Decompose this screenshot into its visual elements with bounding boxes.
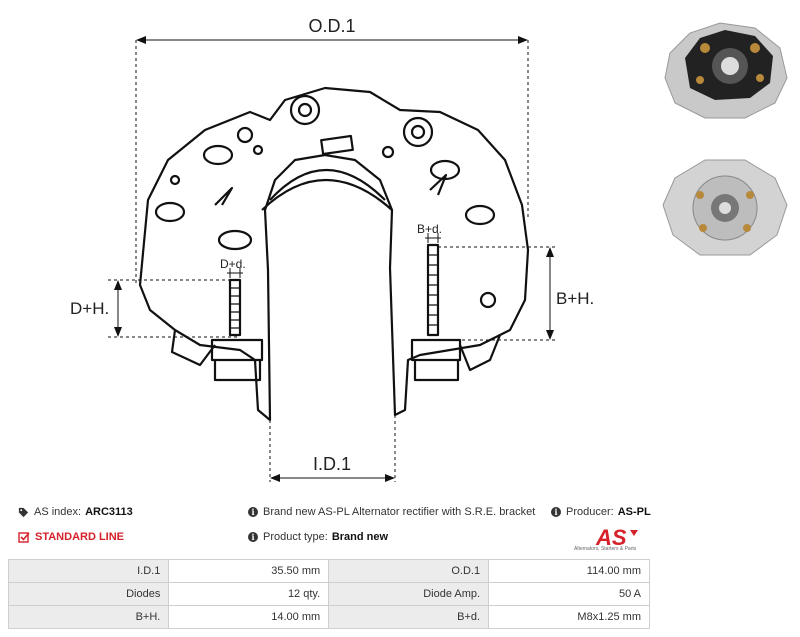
info-icon: i — [248, 532, 258, 542]
diode-pad — [202, 144, 234, 166]
spec-key: Diode Amp. — [328, 582, 490, 606]
as-pl-logo: AS — [595, 525, 638, 550]
bh-arrow-top — [546, 247, 554, 257]
arrow-mark — [214, 186, 234, 206]
as-index: AS index: ARC3113 — [18, 506, 133, 518]
hole — [479, 291, 497, 309]
left-stud-thread — [230, 287, 240, 329]
dh-label: D+H. — [70, 299, 109, 318]
terminal-ring — [402, 116, 434, 148]
spec-value: 50 A — [488, 582, 650, 606]
hole — [381, 145, 395, 159]
right-stud-thread — [428, 254, 438, 326]
checkbox-check-icon — [18, 532, 30, 543]
diode-pad — [464, 204, 496, 226]
product-type-value: Brand new — [331, 531, 389, 543]
right-lug — [458, 334, 502, 372]
spec-table: I.D.1 35.50 mm O.D.1 114.00 mm Diodes 12… — [7, 559, 650, 629]
hole — [169, 174, 181, 186]
bh-arrow-bottom — [546, 330, 554, 340]
terminal-ring-inner — [410, 124, 426, 140]
spec-key: I.D.1 — [7, 559, 170, 583]
hub-ring — [269, 169, 386, 201]
spec-key: B+H. — [7, 605, 170, 629]
rectifier-outline — [138, 86, 530, 422]
spec-value: 114.00 mm — [488, 559, 650, 583]
spec-value: M8x1.25 mm — [488, 605, 650, 629]
table-row: I.D.1 35.50 mm O.D.1 114.00 mm — [7, 559, 650, 583]
dh-arrow-top — [114, 280, 122, 290]
product-description: i Brand new AS-PL Alternator rectifier w… — [248, 506, 535, 518]
bd-dimension-line — [425, 233, 441, 243]
dd-dimension-line — [227, 268, 243, 278]
hole — [252, 144, 264, 156]
right-bracket — [410, 338, 462, 382]
spec-key: Diodes — [7, 582, 170, 606]
table-row: Diodes 12 qty. Diode Amp. 50 A — [7, 582, 650, 606]
producer: i Producer: AS-PL — [551, 506, 651, 518]
spec-value: 35.50 mm — [168, 559, 330, 583]
terminal-ring-inner — [297, 102, 313, 118]
spec-key: O.D.1 — [328, 559, 490, 583]
left-bracket — [210, 338, 264, 382]
as-index-value: ARC3113 — [85, 506, 133, 518]
diode-pad — [154, 201, 186, 223]
description-text: Brand new AS-PL Alternator rectifier wit… — [263, 506, 536, 518]
hub-ring-inner — [261, 179, 393, 211]
diode-pad — [217, 229, 253, 251]
rectifier-technical-drawing: O.D.1 I.D.1 D+H. B+H. D+d. B+d. — [70, 16, 594, 482]
hole — [236, 126, 254, 144]
svg-text:AS: AS — [595, 525, 627, 550]
dd-label: D+d. — [220, 257, 246, 271]
logo-tagline: Alternators, Starters & Parts — [574, 546, 637, 552]
standard-line: STANDARD LINE — [18, 531, 124, 543]
info-icon: i — [551, 507, 561, 517]
dh-arrow-bottom — [114, 327, 122, 337]
left-lug — [170, 329, 216, 367]
spec-key: B+d. — [328, 605, 490, 629]
alternator-photo-front — [664, 22, 788, 119]
producer-label: Producer: — [566, 506, 614, 518]
spec-value: 14.00 mm — [168, 605, 330, 629]
id-arrow-left — [270, 474, 280, 482]
tag-icon — [18, 507, 29, 517]
bh-label: B+H. — [556, 289, 594, 308]
info-icon: i — [248, 507, 258, 517]
id-label: I.D.1 — [313, 454, 351, 474]
id-arrow-right — [385, 474, 395, 482]
table-row: B+H. 14.00 mm B+d. M8x1.25 mm — [7, 605, 650, 629]
product-type-label: Product type: — [263, 531, 328, 543]
arrow-mark — [429, 173, 448, 196]
od-arrow-left — [136, 36, 146, 44]
as-index-label: AS index: — [34, 506, 82, 518]
right-stud — [426, 243, 440, 337]
alternator-photo-back — [662, 159, 788, 256]
terminal-ring — [289, 94, 321, 126]
spec-value: 12 qty. — [168, 582, 330, 606]
od-label: O.D.1 — [308, 16, 355, 36]
standard-line-label: STANDARD LINE — [35, 531, 125, 543]
slot — [320, 134, 354, 156]
product-type: i Product type: Brand new — [248, 531, 388, 543]
producer-value: AS-PL — [617, 506, 651, 518]
bd-label: B+d. — [417, 222, 442, 236]
od-arrow-right — [518, 36, 528, 44]
